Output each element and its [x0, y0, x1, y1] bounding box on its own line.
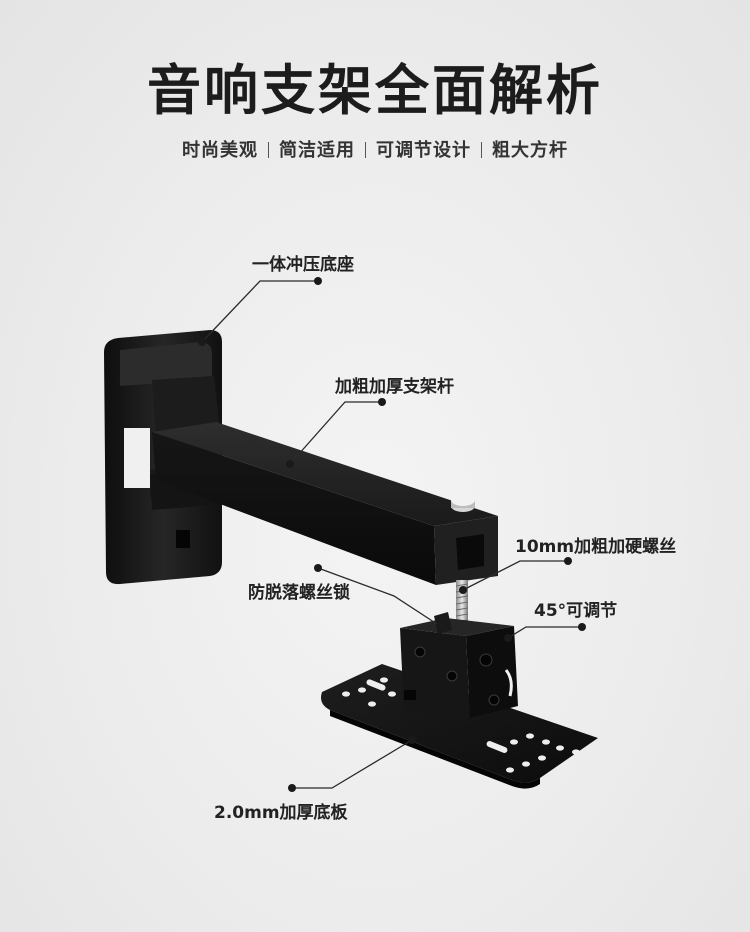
callout-lock-label: 防脱落螺丝锁: [248, 583, 350, 603]
feature-tagline: 时尚美观简洁适用可调节设计粗大方杆: [0, 136, 750, 162]
plate-holes: [342, 677, 580, 773]
callout-line-lock: [317, 567, 441, 627]
callout-arm-label: 加粗加厚支架杆: [335, 377, 454, 397]
callout-line-base: [201, 280, 318, 343]
callout-angle-label: 45°可调节: [534, 601, 618, 621]
divider: [365, 142, 366, 158]
angle-bracket: [400, 618, 518, 718]
callout-line-angle: [507, 626, 582, 639]
callout-screw-label: 10mm加粗加硬螺丝: [515, 537, 677, 557]
feature-1: 时尚美观: [182, 140, 258, 161]
callout-base-label: 一体冲压底座: [252, 255, 354, 275]
feature-4: 粗大方杆: [492, 140, 568, 161]
callout-plate-label: 2.0mm加厚底板: [214, 803, 348, 823]
bottom-plate: [321, 664, 598, 789]
callout-lines: [201, 280, 582, 789]
divider: [268, 142, 269, 158]
feature-2: 简洁适用: [279, 140, 355, 161]
feature-3: 可调节设计: [376, 140, 471, 161]
top-nut: [451, 494, 475, 512]
divider: [481, 142, 482, 158]
callout-line-plate: [292, 739, 413, 789]
page-title: 音响支架全面解析: [147, 59, 603, 122]
callout-line-screw: [462, 560, 568, 591]
callout-line-arm: [289, 401, 382, 465]
callout-dots: [198, 277, 586, 792]
support-arm: [152, 422, 498, 585]
